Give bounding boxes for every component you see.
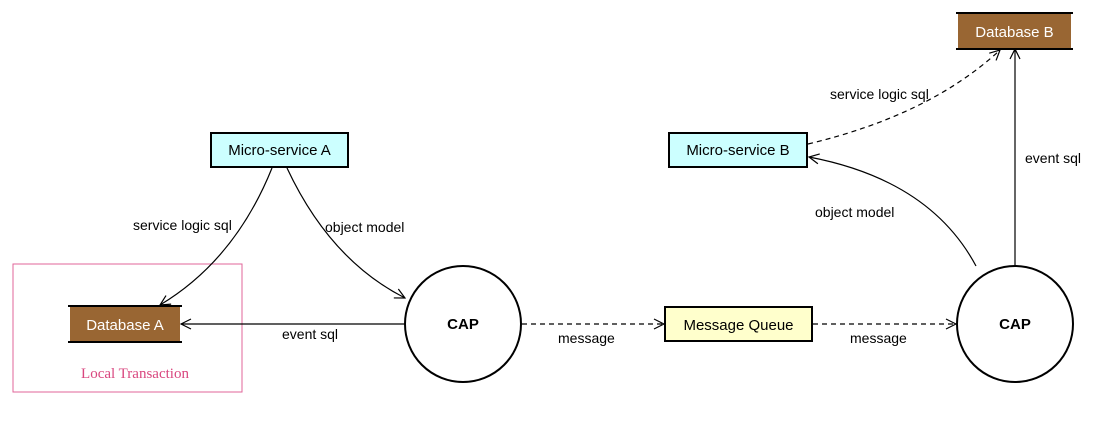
edge-label-event-sql-a: event sql [282,326,338,342]
micro-service-b-node: Micro-service B [668,132,808,168]
edge-b-to-db-b [807,50,1000,145]
micro-service-a-label: Micro-service A [228,142,331,159]
micro-service-a-node: Micro-service A [210,132,349,168]
database-b-node: Database B [956,12,1073,50]
edge-label-object-model-a: object model [325,219,404,235]
edge-label-object-model-b: object model [815,204,894,220]
cap-right-node: CAP [956,265,1074,383]
cap-right-label: CAP [999,316,1031,333]
edge-label-event-sql-b: event sql [1025,150,1081,166]
edge-label-service-logic-sql-b: service logic sql [830,86,929,102]
message-queue-node: Message Queue [664,306,813,342]
database-a-node: Database A [68,305,182,343]
message-queue-label: Message Queue [683,317,793,334]
edge-label-service-logic-sql-a: service logic sql [133,217,232,233]
local-transaction-group [12,263,243,393]
local-transaction-label: Local Transaction [81,366,189,382]
edge-label-message-left: message [558,330,615,346]
edge-a-to-cap [286,167,405,298]
cap-left-label: CAP [447,316,479,333]
database-b-label: Database B [975,24,1053,41]
edge-label-message-right: message [850,330,907,346]
edge-a-to-db-a [160,167,273,305]
database-a-label: Database A [86,317,164,334]
micro-service-b-label: Micro-service B [686,142,789,159]
edge-cap-to-b [809,157,977,267]
cap-left-node: CAP [404,265,522,383]
